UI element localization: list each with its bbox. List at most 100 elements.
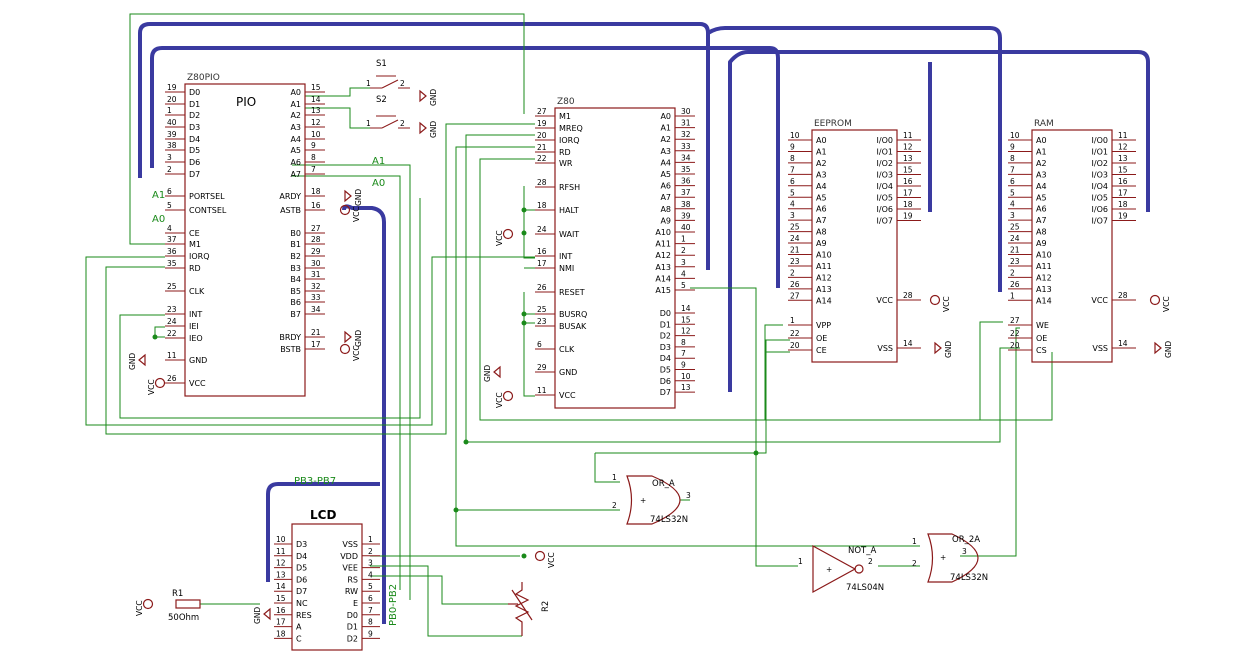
z80-pin-name: RFSH (559, 183, 580, 192)
eeprom-pin-right-3: 15I/O3 (877, 166, 921, 180)
z80-pin-name: RESET (559, 288, 585, 297)
lcd-pin-number: 5 (368, 582, 373, 591)
lcd-pin-name: D7 (296, 587, 307, 596)
z80-pin-number: 39 (681, 211, 691, 220)
z80-pin-name: D6 (660, 377, 671, 386)
z80-pin-right-21: 9D5 (660, 361, 695, 375)
z80-pin-number: 38 (681, 200, 691, 209)
pio-pin-number: 3 (167, 153, 172, 162)
eeprom-pin-name: A0 (816, 136, 827, 145)
power-symbols: GNDVCCGNDGNDGNDVCCGNDVCCVCCGNDVCCVCCGNDV… (128, 89, 1173, 624)
ram-pin-left-7: 3A7 (1008, 211, 1047, 225)
lcd-pin-right-8: 9D2 (347, 629, 380, 643)
gnd-symbol: GND (1154, 341, 1173, 358)
pio-pin-name: A0 (290, 88, 301, 97)
z80-pin-name: IORQ (559, 136, 580, 145)
svg-text:+: + (940, 553, 946, 562)
z80-pin-name: A3 (660, 147, 671, 156)
z80-pin-name: WAIT (559, 230, 579, 239)
not-a-gate: NOT_A 74LS04N 1 2 + (798, 544, 884, 594)
z80-pin-number: 27 (537, 107, 547, 116)
svg-text:+: + (826, 565, 832, 574)
ram-pin-number: 21 (1010, 246, 1020, 255)
pio-pin-name: B6 (290, 298, 301, 307)
pio-pin-name: ASTB (280, 206, 301, 215)
lcd-pin-name: NC (296, 599, 308, 608)
resistor-r1: R1 50Ohm (168, 589, 201, 623)
vcc-symbol: VCC (147, 377, 166, 395)
ram-pin-number: 25 (1010, 223, 1020, 232)
lcd-pin-number: 2 (368, 547, 373, 556)
eeprom-pin-number: 17 (903, 189, 913, 198)
pio-pin-name: ARDY (279, 192, 301, 201)
eeprom-pin-name: I/O0 (877, 136, 893, 145)
or-2a-part: 74LS32N (950, 573, 988, 583)
net-a0-right: A0 (372, 178, 385, 189)
eeprom-pin-name: I/O7 (877, 217, 893, 226)
pio-pin-number: 20 (167, 95, 177, 104)
z80-pin-name: A0 (660, 112, 671, 121)
ram-pin-name: A6 (1036, 205, 1047, 214)
pio-pin-left-2: 1D2 (165, 106, 200, 120)
pio-pin-name: B4 (290, 275, 301, 284)
eeprom-pin-name: VPP (816, 321, 831, 330)
pio-pin-number: 39 (167, 130, 177, 139)
pio-pin-left-6: 3D6 (165, 153, 200, 167)
eeprom-pin-right-1: 12I/O1 (877, 143, 921, 157)
lcd-body (291, 523, 363, 651)
ram-pin-left-6: 4A6 (1008, 200, 1047, 214)
ram-pin-left-1: 9A1 (1008, 142, 1047, 156)
ram-pin-name: I/O4 (1092, 182, 1108, 191)
pio-pin-number: 23 (167, 305, 177, 314)
ram-pin-number: 28 (1118, 291, 1128, 300)
pio-pin-number: 33 (311, 293, 321, 302)
lcd-pin-number: 15 (276, 594, 286, 603)
lcd-pin-name: D5 (296, 564, 307, 573)
z80-pin-number: 20 (537, 131, 547, 140)
pio-pin-name: A5 (290, 146, 301, 155)
z80-pin-number: 7 (681, 349, 686, 358)
z80-pin-number: 23 (537, 317, 547, 326)
pio-pin-name: GND (189, 356, 207, 365)
lcd-pin-number: 6 (368, 594, 373, 603)
lcd-pin-name: VDD (340, 552, 358, 561)
pio-pin-number: 30 (311, 259, 321, 268)
vcc-label: VCC (352, 345, 361, 361)
pio-pin-name: D3 (189, 123, 200, 132)
vcc-symbol: VCC (495, 228, 514, 246)
pio-pin-number: 9 (311, 141, 316, 150)
eeprom-pin-number: 20 (790, 341, 800, 350)
ram-pin-number: 7 (1010, 165, 1015, 174)
ram-pin-name: OE (1036, 334, 1047, 343)
pio-pin-name: IORQ (189, 252, 210, 261)
z80-pin-number: 19 (537, 119, 547, 128)
vcc-symbol: VCC (534, 550, 556, 568)
eeprom-pin-name: A3 (816, 170, 827, 179)
z80-pin-number: 30 (681, 107, 691, 116)
gnd-symbol: GND (344, 189, 363, 206)
z80-pin-number: 6 (537, 340, 542, 349)
eeprom-pin-number: 21 (790, 246, 800, 255)
ram-pin-name: A13 (1036, 285, 1052, 294)
